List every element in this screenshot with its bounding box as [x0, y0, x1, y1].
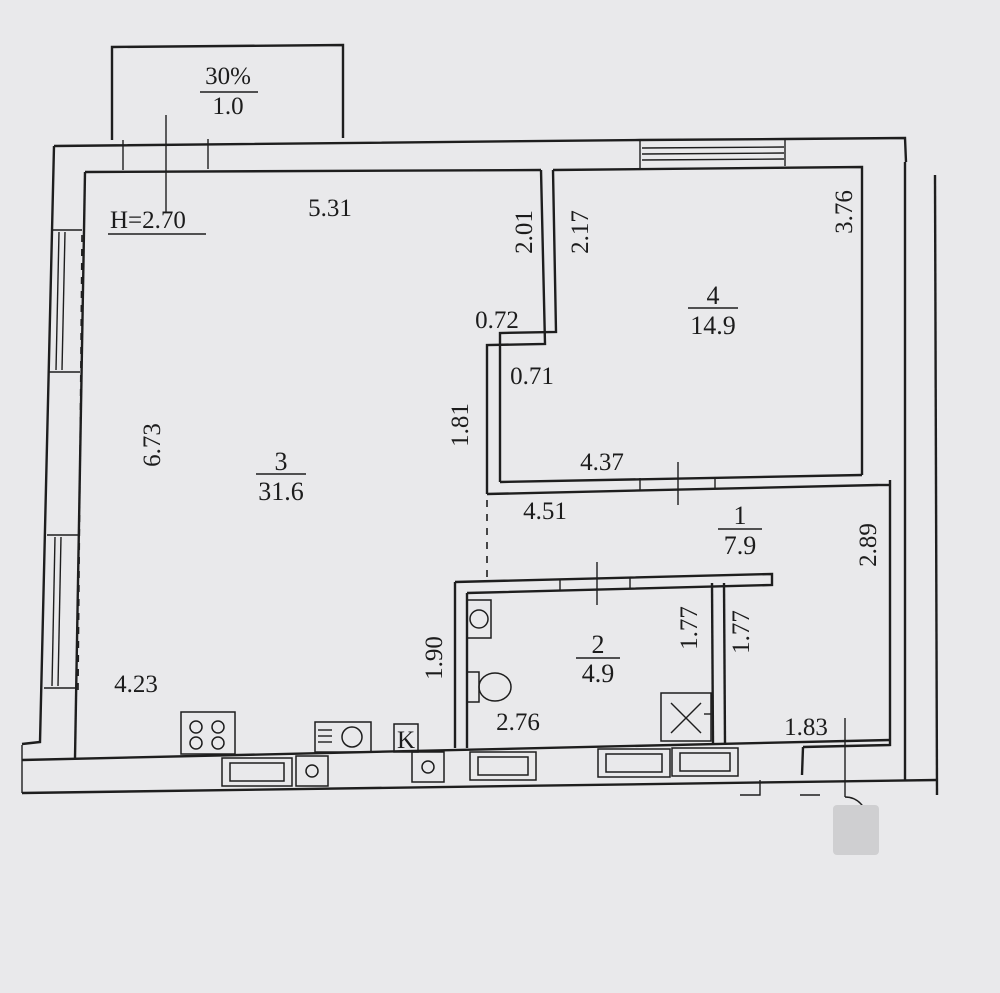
washbasin-icon: [466, 599, 492, 639]
dim-1-77-left: 1.77: [676, 606, 703, 650]
dim-2-89: 2.89: [855, 523, 882, 567]
exterior-walls: [21, 136, 939, 820]
dim-5-31: 5.31: [308, 195, 352, 222]
dim-2-76: 2.76: [496, 709, 540, 736]
dim-3-76: 3.76: [831, 190, 858, 234]
toilet-icon: [466, 671, 512, 703]
window-left-upper: [49, 229, 82, 373]
redacted-mark: [833, 805, 879, 855]
dim-1-81: 1.81: [447, 403, 474, 447]
stove: [180, 711, 236, 755]
ceiling-height: H=2.70: [110, 207, 186, 234]
dim-4-23: 4.23: [114, 671, 158, 698]
dim-2-17: 2.17: [567, 210, 594, 254]
dim-1-77-right: 1.77: [728, 610, 755, 654]
riser-box: K: [393, 723, 419, 754]
dim-1-90: 1.90: [421, 636, 448, 680]
sink-icon: [314, 721, 372, 753]
dim-0-71: 0.71: [510, 363, 554, 390]
balcony-percent: 30%: [205, 63, 251, 90]
dim-1-83: 1.83: [784, 714, 828, 741]
dim-4-51: 4.51: [523, 498, 567, 525]
interior-walls: [453, 169, 890, 748]
dim-2-01: 2.01: [511, 210, 538, 254]
riser-mark: K: [397, 727, 415, 754]
room-2-area: 4.9: [582, 659, 615, 688]
room-4-number: 4: [707, 281, 720, 310]
room-2-number: 2: [592, 630, 605, 659]
dim-0-72: 0.72: [475, 307, 519, 334]
bottom-wall-details: [221, 747, 739, 787]
window-left-lower: [44, 534, 78, 689]
dim-6-73: 6.73: [139, 423, 166, 467]
ventilation-shaft-icon: [660, 692, 712, 742]
room-1-area: 7.9: [724, 531, 757, 560]
balcony-area: 1.0: [212, 93, 243, 120]
room-1-number: 1: [734, 501, 747, 530]
window-top: [639, 139, 786, 168]
room-3-area: 31.6: [258, 477, 304, 506]
room-3-number: 3: [275, 447, 288, 476]
room-4-area: 14.9: [690, 311, 736, 340]
dim-4-37: 4.37: [580, 449, 624, 476]
